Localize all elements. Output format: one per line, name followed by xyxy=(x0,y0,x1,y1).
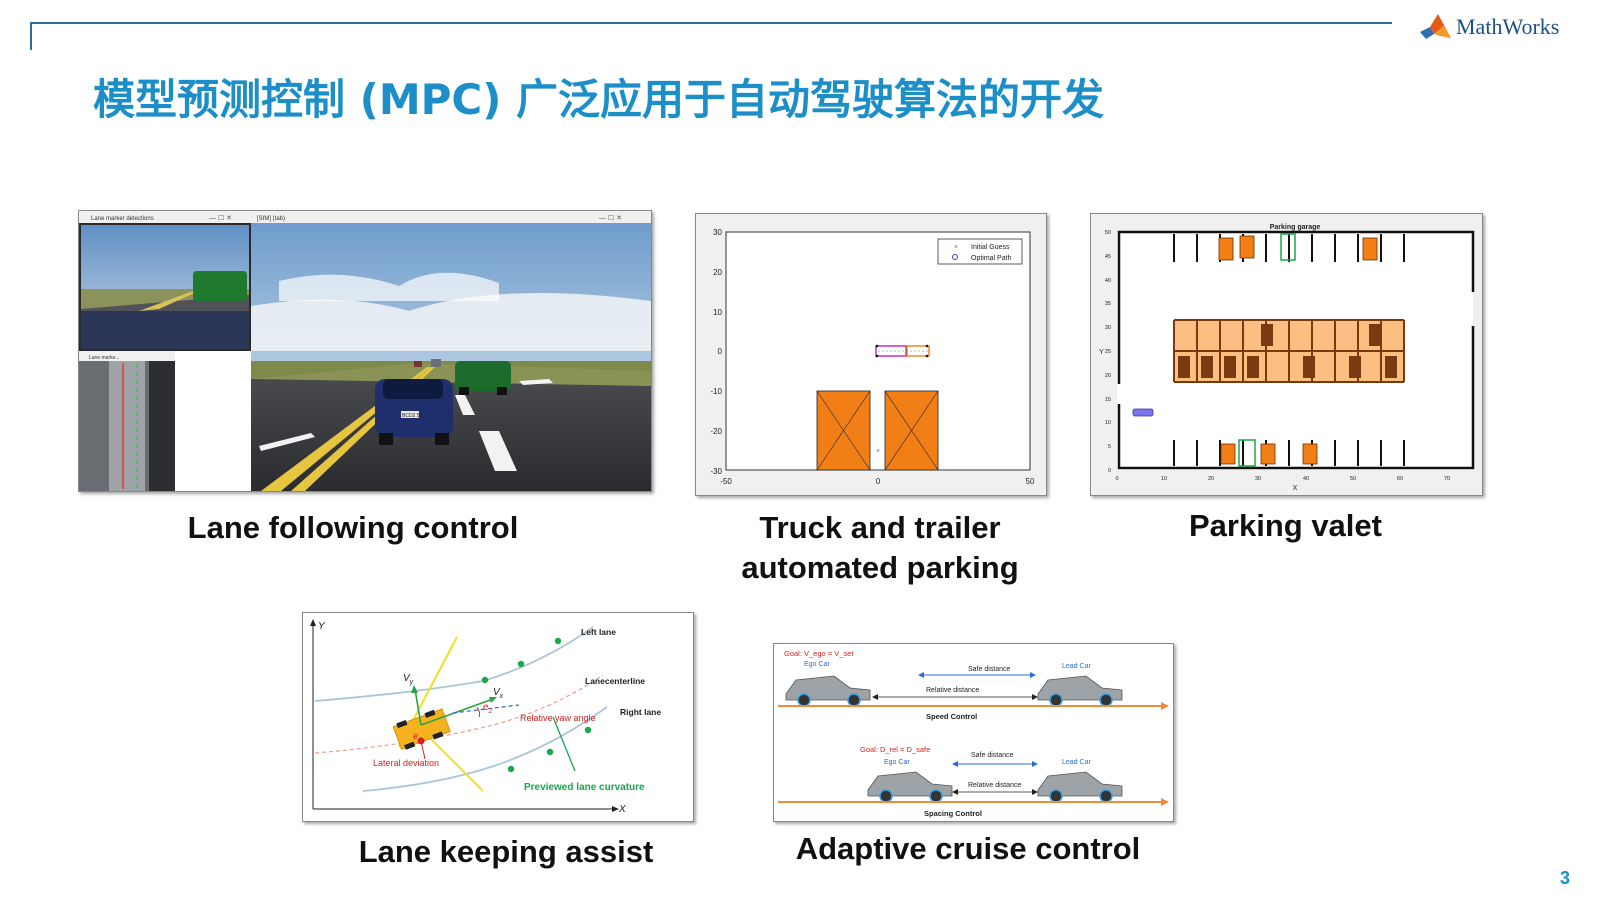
matlab-membrane-icon xyxy=(1420,14,1451,39)
svg-text:×: × xyxy=(876,448,880,455)
acc-mode-2: Spacing Control xyxy=(924,809,982,818)
lka-yaw: Relative yaw angle xyxy=(520,713,596,723)
lka-e1: e1 xyxy=(413,731,421,744)
page-number: 3 xyxy=(1560,868,1571,888)
acc-ego-2: Ego Car xyxy=(884,759,910,766)
truck-trailer-caption-line2: automated parking xyxy=(741,550,1019,585)
header-rule-tick xyxy=(30,22,32,50)
acc-lead-1: Lead Car xyxy=(1062,663,1091,670)
truck-ytick-1: 20 xyxy=(713,268,722,277)
truck-ytick-4: -10 xyxy=(710,387,722,396)
logo-wordmark: MathWorks xyxy=(1456,14,1560,39)
truck-xtick-0: -50 xyxy=(720,477,732,486)
parking-valet-plot: Parking garage Y X 50 45 40 35 30 25 20 … xyxy=(1090,213,1483,496)
parking-obstacle-left xyxy=(816,390,871,471)
pv-ytick-10: 0 xyxy=(1108,468,1111,474)
parking-obstacle-right xyxy=(884,390,939,471)
truck-trailer-plot: 30 20 10 0 -10 -20 -30 -50 0 50 × Initia… xyxy=(695,213,1047,496)
lane-keeping-diagram: Y X Vy Vx e2 e1 Left lane L xyxy=(302,612,694,822)
pv-ytick-2: 40 xyxy=(1105,278,1111,284)
sim-window-title: [SIM] (tab) xyxy=(257,216,285,222)
pv-xtick-4: 40 xyxy=(1303,476,1309,482)
lane-following-screenshot: Lane marker detections [SIM] (tab) — ☐ ✕… xyxy=(78,210,652,492)
truck-ytick-3: 0 xyxy=(718,347,723,356)
lka-vx: Vx xyxy=(493,687,504,700)
lead-car-icon-1 xyxy=(1037,675,1123,707)
acc-safe-2: Safe distance xyxy=(971,752,1014,759)
lka-e2: e2 xyxy=(483,702,493,715)
lka-lateral: Lateral deviation xyxy=(373,758,439,768)
header-rule xyxy=(30,22,1392,24)
svg-text:×: × xyxy=(954,244,958,251)
svg-text:— ☐ ✕: — ☐ ✕ xyxy=(599,214,622,222)
mathworks-logo: MathWorks xyxy=(1418,12,1559,42)
pv-xtick-7: 70 xyxy=(1444,476,1450,482)
lka-right-lane: Right lane xyxy=(620,707,661,717)
lane-following-caption: Lane following control xyxy=(187,510,519,545)
svg-text:— ☐ ✕: — ☐ ✕ xyxy=(209,214,232,222)
pv-ytick-1: 45 xyxy=(1105,254,1111,260)
pv-ytick-5: 25 xyxy=(1105,349,1111,355)
legend-optimal-path: Optimal Path xyxy=(971,255,1012,262)
parking-x-label: X xyxy=(1293,485,1298,492)
parking-valet-caption: Parking valet xyxy=(1189,508,1382,543)
lka-vy: Vy xyxy=(403,673,414,686)
truck-ytick-6: -30 xyxy=(710,467,722,476)
acc-lead-2: Lead Car xyxy=(1062,759,1091,766)
truck-ytick-2: 10 xyxy=(713,308,722,317)
pv-xtick-3: 30 xyxy=(1255,476,1261,482)
pv-xtick-5: 50 xyxy=(1350,476,1356,482)
lka-centerline: Lanecenterline xyxy=(585,676,645,686)
truck-trailer-caption-line1: Truck and trailer xyxy=(759,510,1001,545)
pv-xtick-1: 10 xyxy=(1161,476,1167,482)
acc-goal-2: Goal: D_rel = D_safe xyxy=(860,745,930,754)
pv-ytick-8: 10 xyxy=(1105,420,1111,426)
pv-xtick-6: 60 xyxy=(1397,476,1403,482)
lka-curvature: Previewed lane curvature xyxy=(524,782,645,793)
pv-ytick-7: 15 xyxy=(1105,397,1111,403)
truck-ytick-5: -20 xyxy=(710,427,722,436)
truck-xtick-1: 0 xyxy=(876,477,881,486)
acc-diagram: Goal: V_ego = V_set Ego Car Safe distanc… xyxy=(773,643,1174,822)
lka-axis-x: X xyxy=(618,804,626,815)
truck-xtick-2: 50 xyxy=(1026,477,1035,486)
truck-ytick-0: 30 xyxy=(713,228,722,237)
acc-rel-1: Relative distance xyxy=(926,687,979,694)
slide-title: 模型预测控制 (MPC) 广泛应用于自动驾驶算法的开发 xyxy=(93,75,1105,124)
pv-ytick-3: 35 xyxy=(1105,301,1111,307)
plate-text: BCD2 53 xyxy=(402,413,423,419)
lane-window-title: Lane marker detections xyxy=(91,216,154,222)
pv-ytick-9: 5 xyxy=(1108,444,1111,450)
parking-plot-title: Parking garage xyxy=(1270,224,1321,231)
legend-initial-guess: Initial Guess xyxy=(971,244,1010,251)
lka-axis-y: Y xyxy=(318,621,326,632)
pv-ytick-6: 20 xyxy=(1105,373,1111,379)
acc-mode-1: Speed Control xyxy=(926,712,977,721)
parking-y-label: Y xyxy=(1099,349,1104,356)
truck-trailer-caption: Truck and trailer automated parking xyxy=(700,508,1060,588)
acc-caption: Adaptive cruise control xyxy=(795,831,1141,866)
acc-goal-1: Goal: V_ego = V_set xyxy=(784,649,854,658)
ego-car-icon-2 xyxy=(867,771,953,803)
birdeye-window-title: Lane marke... xyxy=(89,355,120,361)
acc-safe-1: Safe distance xyxy=(968,666,1011,673)
lane-keeping-caption: Lane keeping assist xyxy=(358,834,654,869)
pv-xtick-0: 0 xyxy=(1115,476,1118,482)
pv-ytick-4: 30 xyxy=(1105,325,1111,331)
acc-ego-1: Ego Car xyxy=(804,661,830,668)
pv-xtick-2: 20 xyxy=(1208,476,1214,482)
pv-ytick-0: 50 xyxy=(1105,230,1111,236)
ego-car-icon-1 xyxy=(785,675,871,707)
acc-rel-2: Relative distance xyxy=(968,782,1021,789)
lka-left-lane: Left lane xyxy=(581,627,616,637)
